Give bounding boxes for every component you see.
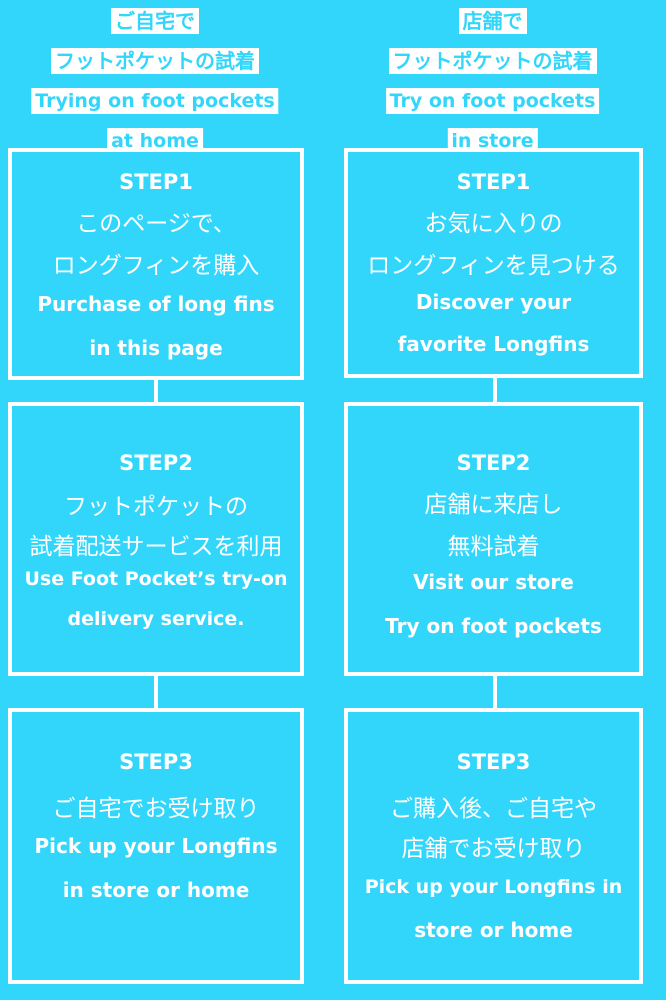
home-step3-en-1: Pick up your Longfins: [34, 834, 278, 858]
store-step2-en-2: Try on foot pockets: [385, 614, 602, 638]
home-step3-en-2: in store or home: [62, 878, 250, 902]
home-connector-2: [154, 676, 158, 708]
home-header-line-1: ご自宅で: [111, 8, 199, 34]
home-step2-jp-1: フットポケットの: [64, 494, 248, 520]
home-step2-label: STEP2: [119, 451, 193, 475]
home-step1-jp-2: ロングフィンを購入: [52, 253, 260, 279]
store-step1-label: STEP1: [456, 170, 531, 194]
store-step2-box: STEP2 店舗に来店し 無料試着 Visit our store Try on…: [344, 402, 643, 676]
store-step1-en-2: favorite Longfins: [397, 332, 590, 356]
store-step1-jp-1: お気に入りの: [424, 211, 563, 237]
home-step3-jp-1: ご自宅でお受け取り: [52, 796, 260, 822]
home-header-line-2: フットポケットの試着: [51, 48, 259, 74]
home-step1-jp-1: このページで、: [76, 211, 236, 237]
store-step3-en-2: store or home: [414, 918, 573, 942]
store-connector-2: [493, 676, 497, 708]
store-step1-jp-2: ロングフィンを見つける: [367, 253, 620, 279]
store-step3-label: STEP3: [456, 750, 531, 774]
home-step2-box: STEP2 フットポケットの 試着配送サービスを利用 Use Foot Pock…: [8, 402, 304, 676]
store-connector-1: [493, 378, 497, 402]
store-step2-jp-2: 無料試着: [447, 534, 540, 560]
home-step1-label: STEP1: [119, 170, 193, 194]
store-header-line-2: フットポケットの試着: [388, 48, 597, 74]
store-header-line-1: 店舗で: [458, 8, 527, 34]
home-connector-1: [154, 380, 158, 402]
home-step1-box: STEP1 このページで、 ロングフィンを購入 Purchase of long…: [8, 148, 304, 380]
store-step1-box: STEP1 お気に入りの ロングフィンを見つける Discover your f…: [344, 148, 643, 378]
store-header-line-3: Try on foot pockets: [385, 88, 600, 114]
store-step3-en-1: Pick up your Longfins in: [364, 876, 623, 898]
store-step2-label: STEP2: [456, 451, 531, 475]
store-step3-jp-2: 店舗でお受け取り: [401, 836, 586, 862]
store-step1-en-1: Discover your: [415, 290, 572, 314]
home-step2-en-1: Use Foot Pocket’s try-on: [24, 568, 288, 590]
home-header-line-3: Trying on foot pockets: [31, 88, 279, 114]
store-step2-en-1: Visit our store: [413, 570, 574, 594]
store-step3-box: STEP3 ご購入後、ご自宅や 店舗でお受け取り Pick up your Lo…: [344, 708, 643, 984]
home-step2-en-2: delivery service.: [67, 608, 245, 630]
store-step3-jp-1: ご購入後、ご自宅や: [390, 796, 597, 822]
home-step2-jp-2: 試着配送サービスを利用: [29, 534, 283, 560]
home-step3-label: STEP3: [119, 750, 193, 774]
store-step2-jp-1: 店舗に来店し: [424, 492, 563, 518]
home-step3-box: STEP3 ご自宅でお受け取り Pick up your Longfins in…: [8, 708, 304, 984]
home-step1-en-1: Purchase of long fins: [37, 292, 275, 316]
home-step1-en-2: in this page: [89, 336, 223, 360]
